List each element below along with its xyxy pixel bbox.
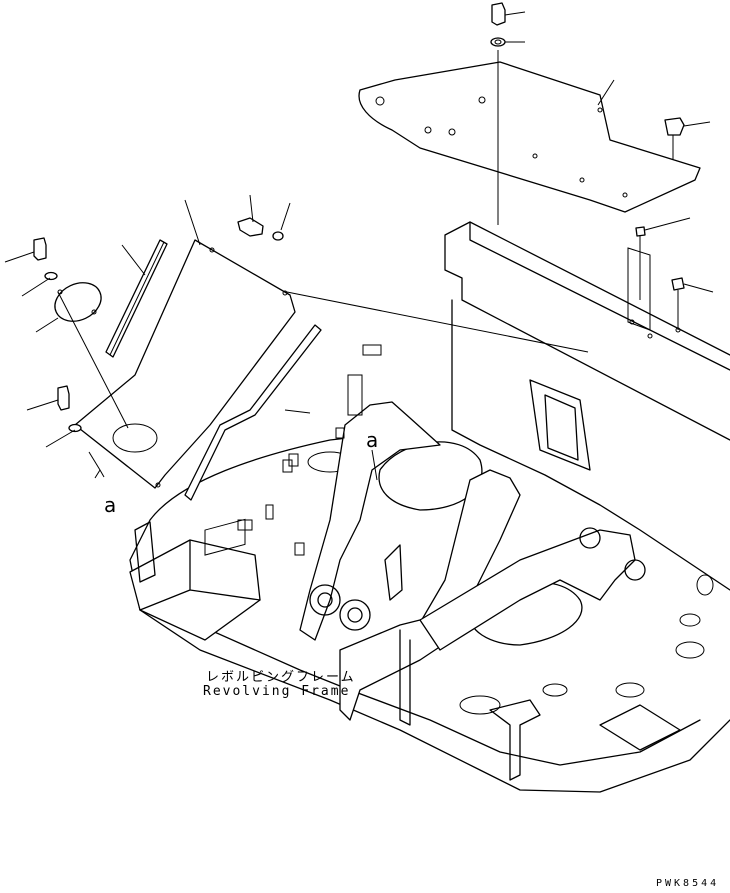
floor-cover-assembly [4, 79, 615, 501]
cover-bolt-top [490, 2, 526, 225]
floor-hole [615, 682, 645, 698]
boom-pin-boss [339, 599, 371, 631]
boom-pin-hole [317, 592, 333, 608]
frame-label-japanese: レボルビングフレーム [206, 670, 356, 685]
right-small-parts [627, 117, 714, 339]
floor-hole [679, 613, 701, 627]
frame-label-english: Revolving Frame [203, 684, 351, 699]
upper-cover-plate [358, 61, 701, 213]
floor-hole [696, 574, 714, 596]
view-mark-left: a [104, 493, 117, 517]
boom-pin-hole [347, 607, 363, 623]
revolving-frame [129, 221, 730, 793]
view-mark-center: a [366, 428, 379, 452]
drawing-code: PWK8544 [656, 878, 720, 889]
floor-hole [542, 683, 568, 697]
floor-hole [459, 695, 501, 715]
boom-pin-boss [309, 584, 341, 616]
floor-hole [675, 641, 705, 659]
